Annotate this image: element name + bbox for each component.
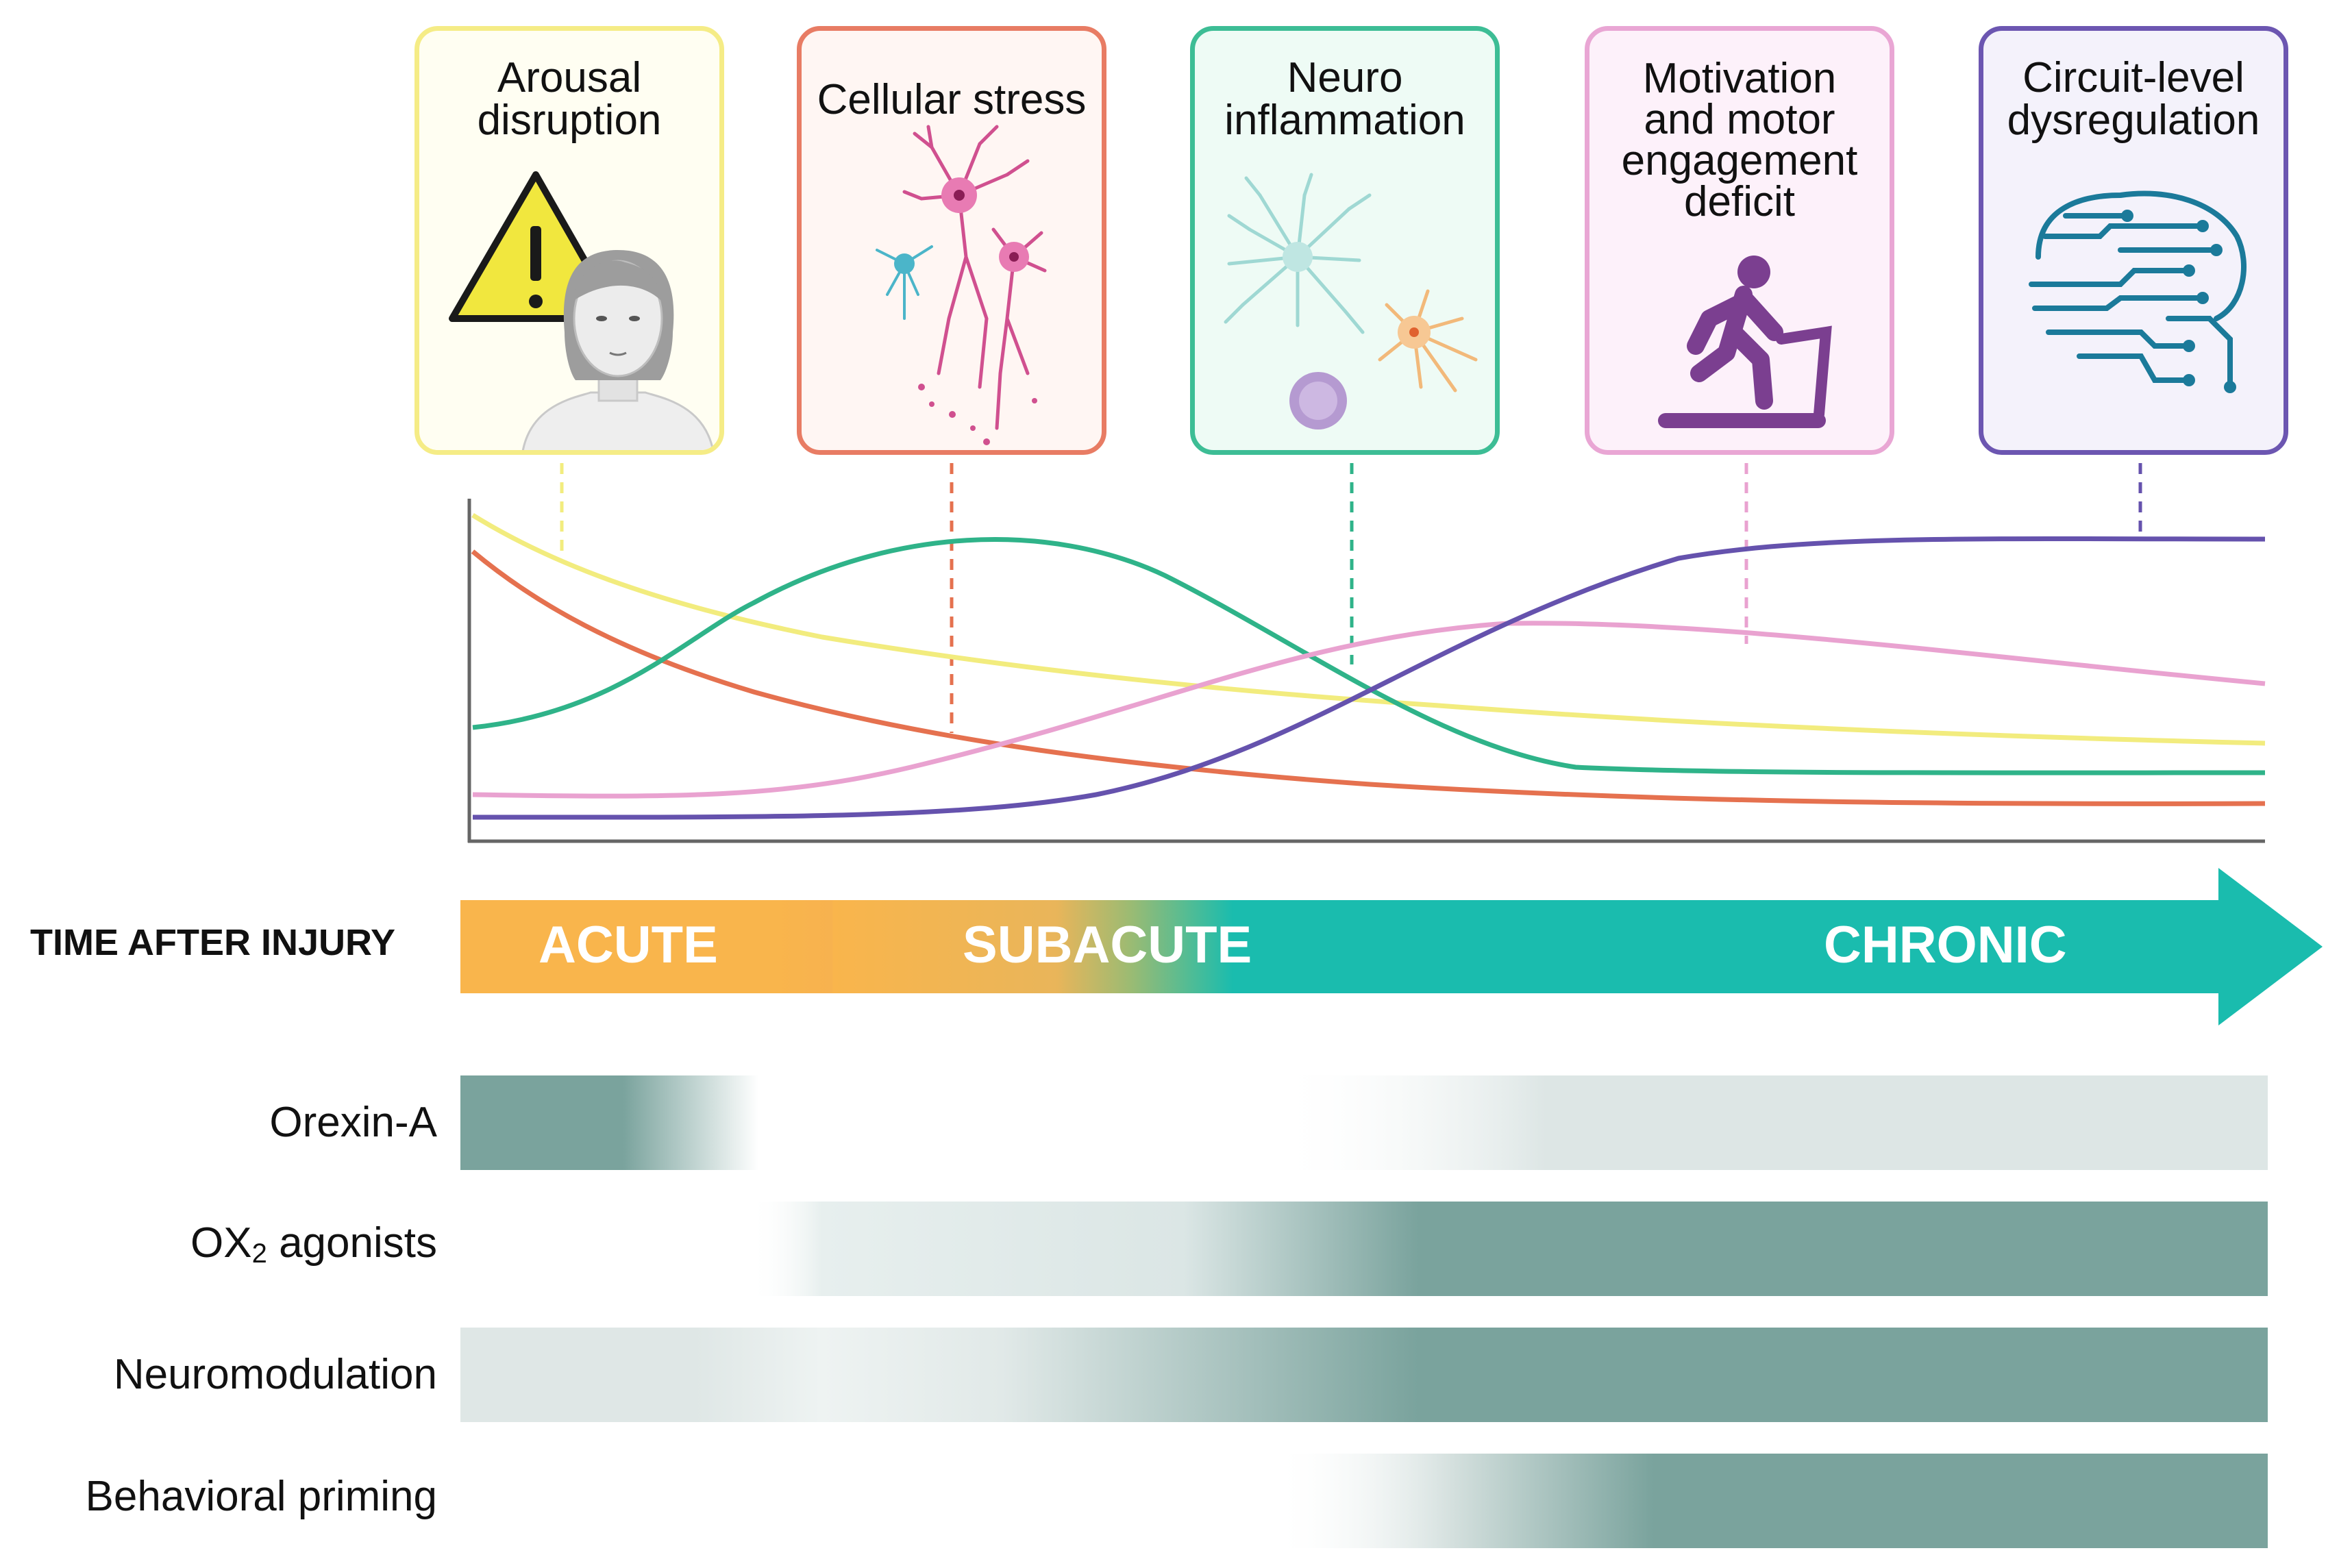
curve-circuit (472, 536, 2266, 820)
stage-card-neuroinflammation: Neuro inflammation (1190, 26, 1500, 455)
time-arrow (460, 868, 2323, 1025)
therapy-bar-neuromodulation (460, 1328, 2268, 1422)
curve-arousal (471, 513, 2266, 746)
phase-acute: ACUTE (539, 916, 718, 974)
therapy-bar-ox2-agonists (460, 1202, 2268, 1296)
stage-card-motivation: Motivation and motor engagement deficit (1585, 26, 1894, 455)
stage-title: Cellular stress (817, 76, 1087, 123)
therapy-label-orexin-a: Orexin-A (269, 1099, 437, 1146)
therapy-bar-orexin-a (460, 1075, 2268, 1170)
therapy-bar-behavioral-priming (460, 1454, 2268, 1548)
stage-card-cellular-stress: Cellular stress (797, 26, 1106, 455)
stage-card-circuit: Circuit-level dysregulation (1979, 26, 2288, 455)
treadmill-runner-icon (1658, 256, 1832, 428)
curve-cellular-stress (471, 549, 2266, 806)
therapy-label-ox2-agonists: OX2 agonists (190, 1219, 437, 1278)
curve-neuroinflammation (472, 537, 2266, 775)
warning-person-icon (449, 171, 714, 450)
therapy-label-behavioral-priming: Behavioral priming (85, 1473, 437, 1520)
phase-chronic: CHRONIC (1824, 916, 2067, 974)
stage-title: Arousal disruption (477, 54, 662, 144)
connector-lines (560, 463, 2142, 733)
curve-motivation (472, 621, 2266, 799)
therapy-label-neuromodulation: Neuromodulation (113, 1351, 437, 1398)
glia-icon (1224, 173, 1478, 430)
circuit-brain-icon (2029, 190, 2247, 393)
time-axis-label: TIME AFTER INJURY (30, 922, 396, 963)
ox2-subscript: 2 (251, 1239, 267, 1269)
curve-axes (467, 499, 2265, 843)
neurons-icon (876, 125, 1047, 445)
stage-title: Motivation and motor engagement deficit (1621, 55, 1858, 225)
stage-card-arousal: Arousal disruption (414, 26, 724, 455)
stage-title: Neuro inflammation (1224, 54, 1465, 144)
ox2-main: OX (190, 1219, 252, 1267)
phase-subacute: SUBACUTE (963, 916, 1252, 974)
stage-title: Circuit-level dysregulation (2007, 54, 2260, 144)
ox2-rest: agonists (267, 1219, 437, 1267)
